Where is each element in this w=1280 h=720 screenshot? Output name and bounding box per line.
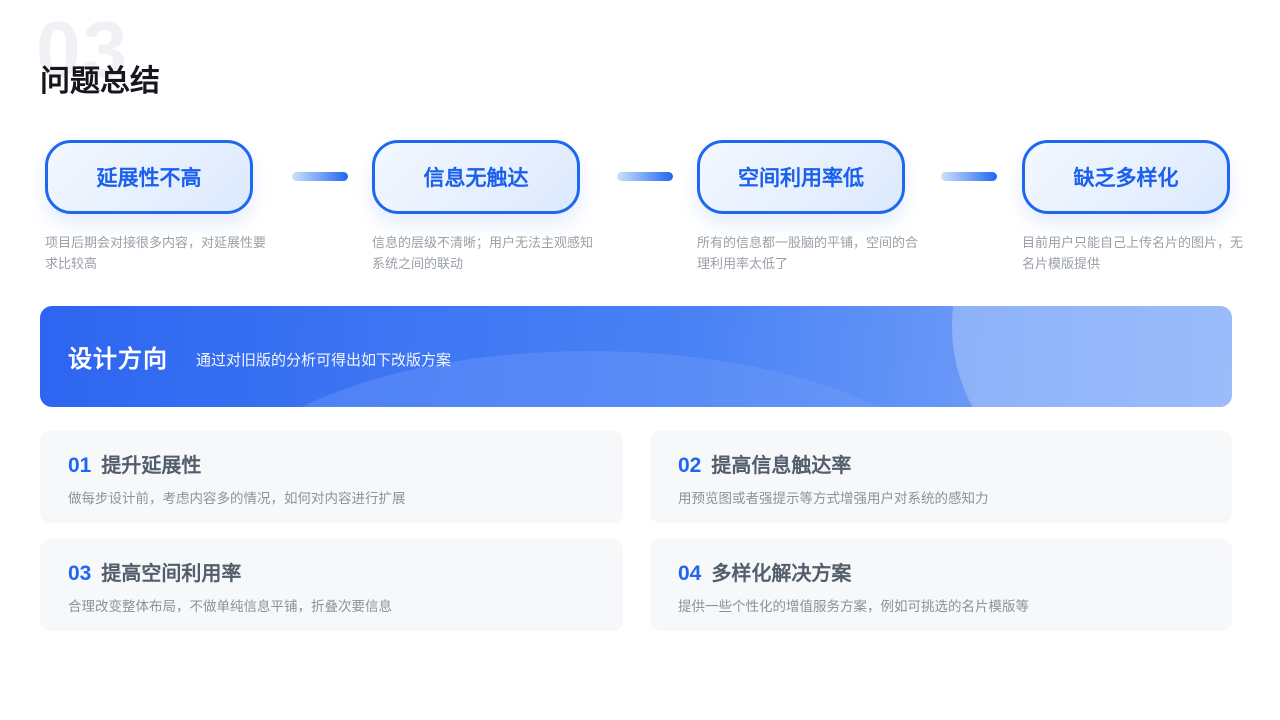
solution-number: 02 — [678, 454, 702, 477]
solution-title: 多样化解决方案 — [711, 563, 852, 585]
problem-description-4: 目前用户只能自己上传名片的图片，无名片模版提供 — [1022, 235, 1244, 271]
solution-card-header: 03 提高空间利用率 — [68, 557, 595, 586]
connector-line — [292, 172, 348, 181]
watermark-number: 03 — [36, 5, 129, 94]
solution-card-header: 02 提高信息触达率 — [678, 449, 1204, 478]
solution-description: 合理改变整体布局，不做单纯信息平铺，折叠次要信息 — [68, 599, 392, 614]
connector-line — [941, 172, 997, 181]
solution-title: 提高信息触达率 — [711, 455, 852, 477]
problem-pill-label: 缺乏多样化 — [1073, 167, 1179, 190]
problem-pill-label: 空间利用率低 — [738, 167, 864, 190]
solution-card-1: 01 提升延展性 做每步设计前，考虑内容多的情况，如何对内容进行扩展 — [40, 431, 623, 523]
solution-card-header: 01 提升延展性 — [68, 449, 595, 478]
problem-pill-4: 缺乏多样化 — [1022, 140, 1230, 214]
problem-pill-3: 空间利用率低 — [697, 140, 905, 214]
solution-description: 提供一些个性化的增值服务方案，例如可挑选的名片模版等 — [678, 599, 1029, 614]
problem-pill-label: 延展性不高 — [96, 167, 202, 190]
connector-line — [617, 172, 673, 181]
solution-card-header: 04 多样化解决方案 — [678, 557, 1204, 586]
problem-pill-label: 信息无触达 — [423, 167, 529, 190]
solution-card-4: 04 多样化解决方案 提供一些个性化的增值服务方案，例如可挑选的名片模版等 — [650, 539, 1232, 631]
page-title: 问题总结 — [40, 65, 160, 98]
solution-title: 提升延展性 — [101, 455, 202, 477]
problem-description-3: 所有的信息都一股脑的平铺，空间的合理利用率太低了 — [697, 235, 919, 271]
solution-number: 04 — [678, 562, 702, 585]
problem-description-1: 项目后期会对接很多内容，对延展性要求比较高 — [45, 235, 267, 271]
solution-title: 提高空间利用率 — [101, 563, 242, 585]
problem-description-2: 信息的层级不清晰；用户无法主观感知系统之间的联动 — [372, 235, 594, 271]
solution-card-2: 02 提高信息触达率 用预览图或者强提示等方式增强用户对系统的感知力 — [650, 431, 1232, 523]
problem-pill-2: 信息无触达 — [372, 140, 580, 214]
solution-description: 做每步设计前，考虑内容多的情况，如何对内容进行扩展 — [68, 491, 406, 506]
solution-description: 用预览图或者强提示等方式增强用户对系统的感知力 — [678, 491, 989, 506]
problem-pill-1: 延展性不高 — [45, 140, 253, 214]
banner-subtitle: 通过对旧版的分析可得出如下改版方案 — [196, 352, 452, 369]
banner-title: 设计方向 — [68, 346, 168, 373]
solution-card-3: 03 提高空间利用率 合理改变整体布局，不做单纯信息平铺，折叠次要信息 — [40, 539, 623, 631]
design-direction-banner: 设计方向 通过对旧版的分析可得出如下改版方案 — [40, 306, 1232, 407]
solution-number: 03 — [68, 562, 92, 585]
solution-number: 01 — [68, 454, 92, 477]
